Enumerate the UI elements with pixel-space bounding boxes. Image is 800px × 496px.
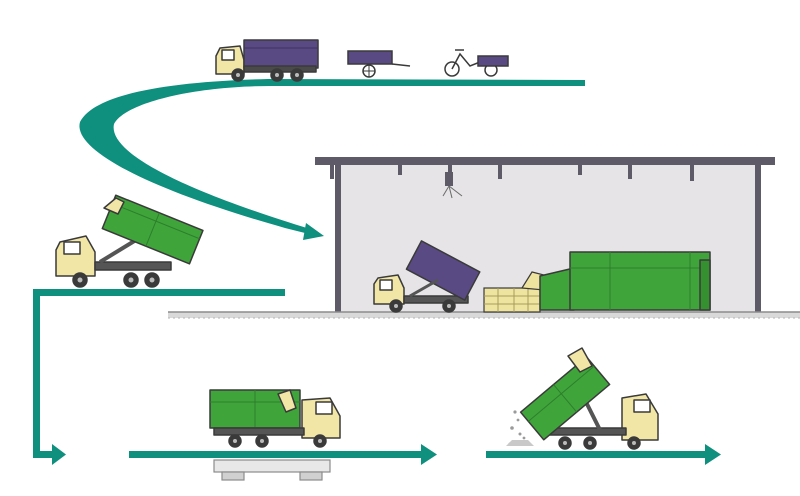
compactor-icon (539, 251, 711, 311)
building-roof (315, 157, 775, 165)
bottom-left-arrowhead (52, 444, 66, 465)
weighing-track (129, 451, 424, 458)
loaded-truck-icon (209, 389, 341, 448)
roof-beams (330, 165, 694, 181)
disposal-track (486, 451, 708, 458)
disposal-arrowhead (705, 444, 721, 465)
arrival-platform (33, 289, 285, 296)
downward-path (33, 289, 40, 454)
falling-debris-icon (506, 410, 534, 446)
dump-truck-icon (215, 39, 319, 82)
hand-cart-icon (347, 50, 411, 78)
tricycle-cart-icon (444, 49, 509, 77)
flow-paths (33, 79, 721, 465)
curve-arrowhead (303, 223, 324, 240)
weighing-arrowhead (421, 444, 437, 465)
ground-line (168, 311, 800, 319)
roof-light-icon (442, 172, 463, 199)
dump-truck-unloading-icon (373, 240, 481, 313)
truck-dumping-icon (519, 347, 659, 450)
weighbridge-icon (213, 459, 331, 481)
bottom-left-path (33, 451, 55, 458)
hooklift-truck-tipping-icon (55, 194, 204, 288)
building-left-pillar (335, 165, 341, 312)
collection-curve-arrow (79, 79, 585, 234)
building-right-pillar (755, 165, 761, 312)
